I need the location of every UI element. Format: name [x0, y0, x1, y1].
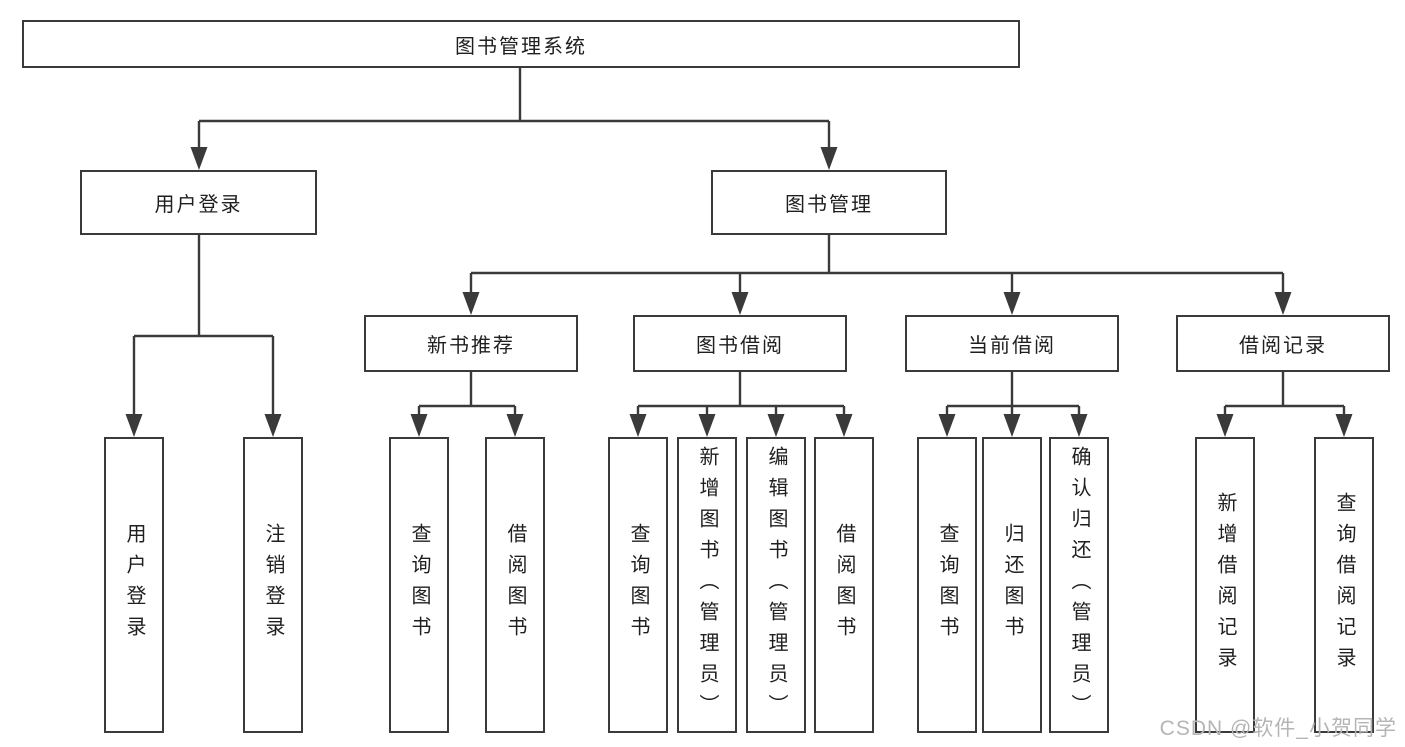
leaf-confirm-return-admin-label: 确认归还（管理员） [1068, 445, 1090, 725]
leaf-user-login-label: 用户登录 [123, 523, 145, 647]
leaf-borrow-books-borrowing-label: 借阅图书 [833, 523, 855, 647]
leaf-query-books-borrowing-label: 查询图书 [627, 523, 649, 647]
node-book-management: 图书管理 [711, 170, 947, 235]
node-book-borrowing-label: 图书借阅 [696, 335, 784, 357]
node-root: 图书管理系统 [22, 20, 1020, 68]
node-current-borrowing-label: 当前借阅 [968, 335, 1056, 357]
leaf-user-login: 用户登录 [104, 437, 164, 733]
node-current-borrowing: 当前借阅 [905, 315, 1119, 372]
leaf-query-books-current-label: 查询图书 [936, 523, 958, 647]
leaf-query-books-recommend-label: 查询图书 [408, 523, 430, 647]
leaf-borrow-books-recommend: 借阅图书 [485, 437, 545, 733]
leaf-borrow-books-recommend-label: 借阅图书 [504, 523, 526, 647]
node-new-book-recommend: 新书推荐 [364, 315, 578, 372]
leaf-edit-books-admin-label: 编辑图书（管理员） [765, 445, 787, 725]
leaf-confirm-return-admin: 确认归还（管理员） [1049, 437, 1109, 733]
leaf-add-books-admin: 新增图书（管理员） [677, 437, 737, 733]
leaf-borrow-books-borrowing: 借阅图书 [814, 437, 874, 733]
node-root-label: 图书管理系统 [455, 35, 587, 58]
leaf-query-borrow-record: 查询借阅记录 [1314, 437, 1374, 733]
node-borrowing-records-label: 借阅记录 [1239, 335, 1327, 357]
leaf-logout: 注销登录 [243, 437, 303, 733]
leaf-query-borrow-record-label: 查询借阅记录 [1333, 492, 1355, 678]
leaf-return-books-label: 归还图书 [1001, 523, 1023, 647]
leaf-logout-label: 注销登录 [262, 523, 284, 647]
leaf-add-borrow-record-label: 新增借阅记录 [1214, 492, 1236, 678]
node-user-login: 用户登录 [80, 170, 317, 235]
watermark: CSDN @软件_小贺同学 [1159, 717, 1397, 740]
node-new-book-recommend-label: 新书推荐 [427, 335, 515, 357]
leaf-query-books-borrowing: 查询图书 [608, 437, 668, 733]
leaf-return-books: 归还图书 [982, 437, 1042, 733]
node-user-login-label: 用户登录 [154, 194, 243, 216]
leaf-edit-books-admin: 编辑图书（管理员） [746, 437, 806, 733]
leaf-query-books-recommend: 查询图书 [389, 437, 449, 733]
node-book-management-label: 图书管理 [785, 194, 873, 216]
node-borrowing-records: 借阅记录 [1176, 315, 1390, 372]
leaf-add-borrow-record: 新增借阅记录 [1195, 437, 1255, 733]
node-book-borrowing: 图书借阅 [633, 315, 847, 372]
leaf-add-books-admin-label: 新增图书（管理员） [696, 445, 718, 725]
leaf-query-books-current: 查询图书 [917, 437, 977, 733]
